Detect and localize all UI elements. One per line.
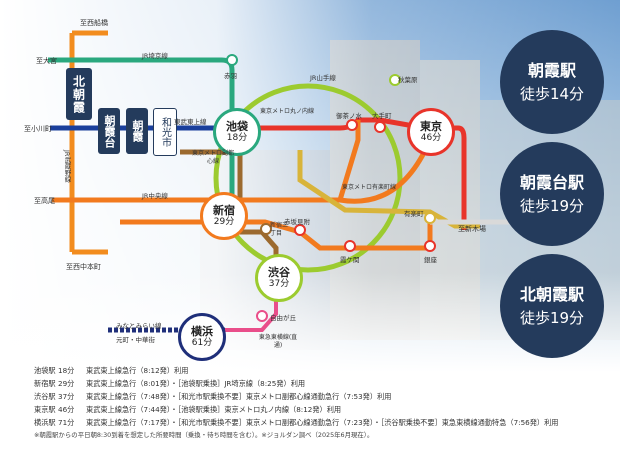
origin-asaka-label: 朝霞 (131, 120, 144, 142)
walk-badge-asakadai-station: 朝霞台駅 (519, 173, 584, 192)
line-label-yurakucho: 東京メトロ有楽町線 (342, 184, 397, 191)
yamanote-line (213, 83, 403, 273)
walk-badge-asakadai: 朝霞台駅 徒歩19分 (500, 142, 604, 246)
walk-badge-asaka-walk: 徒歩14分 (519, 85, 585, 103)
station-shibuya-minutes: 37分 (268, 278, 290, 289)
label-motomachi-chukagai: 元町・中華街 (116, 336, 155, 344)
walk-badge-kitaasaka: 北朝霞駅 徒歩19分 (500, 254, 604, 358)
line-label-tobu-tojo: 東武東上線 (174, 118, 207, 126)
note-route: 東武東上線急行（7:48発）・［和光市駅乗換不要］東京メトロ副都心線通勤急行（7… (86, 392, 392, 401)
akasaka-mitsuke-dot (294, 224, 306, 236)
origin-kitaasaka-label: 北朝霞 (71, 74, 86, 114)
label-akabane: 赤羽 (224, 72, 237, 80)
note-row: 池袋駅 18分 東武東上線急行（8:12発）利用 (34, 364, 614, 377)
station-shinjuku-minutes: 29分 (213, 216, 235, 227)
line-label-marunouchi: 東京メトロ丸ノ内線 (260, 108, 315, 115)
note-minutes: 37分 (58, 392, 75, 401)
destination-shinkiba: 至新木場 (458, 225, 486, 233)
station-yokohama-minutes: 61分 (191, 337, 213, 348)
note-station: 渋谷駅 (34, 392, 56, 401)
note-station: 横浜駅 (34, 418, 56, 427)
origin-asakadai: 朝霞台 (98, 108, 120, 154)
yurakucho-dot (424, 212, 436, 224)
station-tokyo-name: 東京 (420, 119, 442, 133)
walk-badge-asaka: 朝霞駅 徒歩14分 (500, 30, 604, 134)
line-label-toyoko: 東急東横線(直通) (258, 334, 298, 349)
note-row: 渋谷駅 37分 東武東上線急行（7:48発）・［和光市駅乗換不要］東京メトロ副都… (34, 390, 614, 403)
station-shibuya-name: 渋谷 (268, 265, 290, 279)
walk-badge-asakadai-walk: 徒歩19分 (519, 197, 585, 215)
shinjuku-sanchome-dot (260, 223, 272, 235)
note-station: 池袋駅 (34, 366, 56, 375)
destination-ogawamachi: 至小川町 (24, 125, 52, 133)
note-station: 東京駅 (34, 405, 56, 414)
destination-omiya: 至大宮 (36, 57, 57, 65)
akabane-dot (226, 54, 238, 66)
label-ginza: 銀座 (424, 256, 437, 264)
note-row: 東京駅 46分 東武東上線急行（7:44発）・［池袋駅乗換］東京メトロ丸ノ内線（… (34, 403, 614, 416)
label-yurakucho: 有楽町 (404, 210, 424, 218)
label-akasaka-mitsuke: 赤坂見附 (284, 218, 310, 226)
station-yokohama-name: 横浜 (191, 324, 213, 338)
label-akihabara: 秋葉原 (398, 76, 418, 84)
note-row: 新宿駅 29分 東武東上線急行（8:01発）・［池袋駅乗換］JR埼京線（8:25… (34, 377, 614, 390)
note-station: 新宿駅 (34, 379, 56, 388)
otemachi-dot (374, 121, 386, 133)
label-otemachi: 大手町 (372, 112, 392, 120)
walk-badge-asaka-station: 朝霞駅 (527, 61, 576, 80)
note-minutes: 18分 (58, 366, 75, 375)
kasumigaseki-dot (344, 240, 356, 252)
line-label-fukutoshin: 東京メトロ副都心線 (191, 150, 234, 165)
station-ikebukuro-minutes: 18分 (226, 132, 248, 143)
note-route: 東武東上線急行（8:01発）・［池袋駅乗換］JR埼京線（8:25発）利用 (86, 379, 306, 388)
destination-nishinakamotomachi: 至西中本町 (66, 263, 101, 271)
note-minutes: 71分 (58, 418, 75, 427)
label-ochanomizu: 御茶ノ水 (336, 112, 362, 120)
note-minutes: 46分 (58, 405, 75, 414)
line-label-musashino: JR武蔵野線 (63, 150, 71, 183)
origin-kitaasaka: 北朝霞 (66, 68, 92, 120)
station-shinjuku: 新宿 29分 (200, 192, 248, 240)
station-tokyo-minutes: 46分 (420, 132, 442, 143)
line-label-saikyo: JR埼京線 (142, 52, 168, 60)
line-label-chuo: JR中央線 (142, 192, 168, 200)
marunouchi-line (232, 117, 467, 230)
line-label-yamanote: JR山手線 (310, 74, 336, 82)
ochanomizu-dot (346, 119, 358, 131)
station-shibuya: 渋谷 37分 (255, 254, 303, 302)
origin-wakoshi: 和光市 (153, 108, 177, 156)
label-kasumigaseki: 霞ケ関 (340, 256, 360, 264)
note-route: 東武東上線急行（7:44発）・［池袋駅乗換］東京メトロ丸ノ内線（8:12発）利用 (86, 405, 342, 414)
origin-asakadai-label: 朝霞台 (103, 114, 116, 148)
station-ikebukuro: 池袋 18分 (213, 108, 261, 156)
destination-nishifunabashi: 至西船橋 (80, 19, 108, 27)
walk-badge-kitaasaka-station: 北朝霞駅 (519, 285, 584, 304)
jiyugaoka-dot (256, 310, 268, 322)
origin-wakoshi-label: 和光市 (159, 117, 171, 147)
note-route: 東武東上線急行（8:12発）利用 (86, 366, 189, 375)
origin-asaka: 朝霞 (126, 108, 148, 154)
station-ikebukuro-name: 池袋 (226, 119, 248, 133)
station-yokohama: 横浜 61分 (178, 313, 226, 361)
label-jiyugaoka: 自由が丘 (270, 314, 296, 322)
destination-takao: 至高尾 (34, 197, 55, 205)
station-tokyo: 東京 46分 (407, 108, 455, 156)
label-shinjuku-sanchome: 新宿三丁目 (270, 222, 289, 237)
note-row: 横浜駅 71分 東武東上線急行（7:17発）・［和光市駅乗換不要］東京メトロ副都… (34, 416, 614, 429)
footnote: ※朝霞駅からの平日朝8:30到着を想定した所要時間（乗換・待ち時間を含む）。※ジ… (34, 431, 374, 439)
note-route: 東武東上線急行（7:17発）・［和光市駅乗換不要］東京メトロ副都心線通勤急行（7… (86, 418, 559, 427)
station-shinjuku-name: 新宿 (213, 203, 235, 217)
note-minutes: 29分 (58, 379, 75, 388)
route-notes: 池袋駅 18分 東武東上線急行（8:12発）利用 新宿駅 29分 東武東上線急行… (34, 364, 614, 442)
yurakucho-line (297, 150, 480, 229)
akihabara-dot (389, 74, 401, 86)
ginza-dot (424, 240, 436, 252)
line-label-minatomirai: みなとみらい線 (116, 322, 162, 330)
walk-badge-kitaasaka-walk: 徒歩19分 (519, 309, 585, 327)
